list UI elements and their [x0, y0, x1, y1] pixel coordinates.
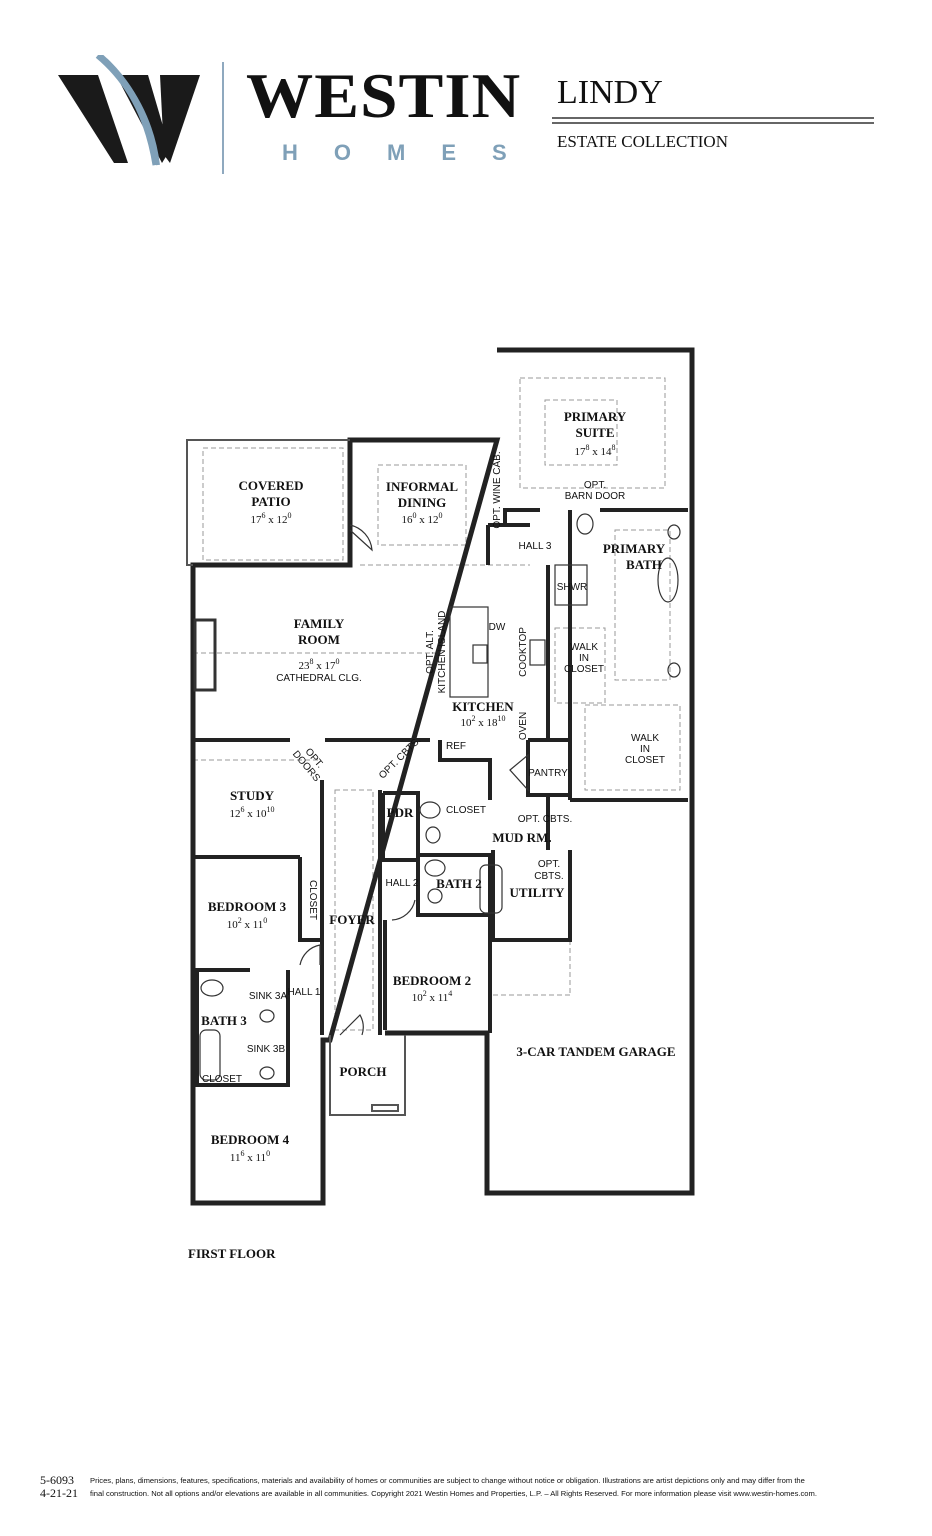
room-name-informal-dining: DINING [398, 495, 446, 510]
label-walk-in-closet: CLOSET [564, 664, 604, 675]
label-walk-in-closet: IN [579, 653, 589, 664]
room-dims-covered-patio: 176 x 120 [251, 511, 292, 526]
floor-plan: PRIMARY SUITE 178 x 148 COVERED PATIO 17… [186, 347, 695, 1206]
label-closet: CLOSET [446, 805, 486, 816]
plan-name: LINDY [557, 74, 663, 111]
family-room-ceiling-note: CATHEDRAL CLG. [276, 673, 362, 684]
label-hall-3: HALL 3 [519, 541, 552, 552]
plan-code: 5-6093 4-21-21 [40, 1474, 78, 1500]
patio-and-porch [186, 439, 406, 1116]
label-mud-room: MUD RM. [492, 830, 551, 845]
room-name-bedroom-3: BEDROOM 3 [208, 899, 287, 914]
label-opt-barn-door: BARN DOOR [565, 491, 626, 502]
label-opt-wine-cabinet: OPT. WINE CAB. [492, 451, 503, 528]
room-dims-family-room: 238 x 170 [299, 657, 340, 672]
label-opt-cabinets: CBTS. [534, 871, 563, 882]
room-dims-study: 126 x 1010 [230, 805, 275, 820]
room-name-bedroom-4: BEDROOM 4 [211, 1132, 290, 1147]
room-name-covered-patio: COVERED [238, 478, 303, 493]
label-primary-bath: BATH [626, 557, 662, 572]
logo-divider [222, 62, 224, 174]
room-dims-primary-suite: 178 x 148 [575, 443, 616, 458]
label-oven: OVEN [518, 712, 529, 740]
plan-number: 5-6093 [40, 1473, 74, 1487]
label-cooktop: COOKTOP [518, 627, 529, 677]
title-rule [552, 122, 874, 124]
dashed-outlines [193, 377, 681, 1031]
room-name-family-room: ROOM [298, 632, 340, 647]
label-porch: PORCH [340, 1064, 387, 1079]
westin-logo-mark [58, 55, 200, 166]
label-sink-3a: SINK 3A [249, 991, 288, 1002]
room-name-family-room: FAMILY [294, 616, 345, 631]
room-labels: PRIMARY SUITE 178 x 148 COVERED PATIO 17… [201, 409, 675, 1164]
label-walk-in-closet: CLOSET [625, 755, 665, 766]
label-garage: 3-CAR TANDEM GARAGE [516, 1044, 675, 1059]
label-opt-cabinets: OPT. CBTS. [518, 814, 572, 825]
floor-label: FIRST FLOOR [188, 1246, 276, 1261]
title-rule [552, 117, 874, 119]
plan-date: 4-21-21 [40, 1486, 78, 1500]
label-shower: SHWR [557, 582, 588, 593]
label-pantry: PANTRY [528, 768, 568, 779]
label-dishwasher: DW [489, 622, 506, 633]
disclaimer-line: Prices, plans, dimensions, features, spe… [90, 1476, 805, 1485]
collection-name: ESTATE COLLECTION [557, 132, 728, 151]
label-powder-room: PDR [387, 805, 414, 820]
label-opt-cabinets: OPT. CBTS. [377, 735, 423, 781]
label-bath-3: BATH 3 [201, 1013, 247, 1028]
brand-name: WESTIN [246, 60, 522, 131]
room-name-kitchen: KITCHEN [452, 699, 514, 714]
label-walk-in-closet: WALK [631, 733, 659, 744]
room-name-study: STUDY [230, 788, 275, 803]
fixtures [193, 513, 681, 1081]
label-refrigerator: REF [446, 741, 466, 752]
disclaimer-line: final construction. Not all options and/… [90, 1489, 817, 1498]
label-walk-in-closet: IN [640, 744, 650, 755]
doors [299, 524, 529, 1036]
label-opt-barn-door: OPT. [584, 480, 606, 491]
label-sink-3b: SINK 3B [247, 1044, 286, 1055]
disclaimer: Prices, plans, dimensions, features, spe… [90, 1474, 900, 1500]
label-walk-in-closet: WALK [570, 642, 598, 653]
label-primary-bath: PRIMARY [603, 541, 666, 556]
label-opt-kitchen-island: KITCHEN ISLAND [437, 611, 448, 694]
label-hall-2: HALL 2 [386, 878, 419, 889]
interior-walls [193, 508, 688, 1087]
label-foyer: FOYER [329, 912, 375, 927]
label-hall-1: HALL 1 [288, 987, 321, 998]
room-name-covered-patio: PATIO [251, 494, 290, 509]
label-opt-cabinets: OPT. [538, 859, 560, 870]
room-name-informal-dining: INFORMAL [386, 479, 459, 494]
room-name-primary-suite: PRIMARY [564, 409, 627, 424]
room-dims-kitchen: 102 x 1810 [461, 714, 506, 729]
label-closet: CLOSET [307, 880, 318, 920]
room-dims-informal-dining: 160 x 120 [402, 511, 443, 526]
brand-subtitle: HOMES [282, 140, 543, 165]
label-bath-2: BATH 2 [436, 876, 482, 891]
room-dims-bedroom-3: 102 x 110 [227, 916, 268, 931]
label-closet: CLOSET [202, 1074, 242, 1085]
room-name-bedroom-2: BEDROOM 2 [393, 973, 471, 988]
label-opt-kitchen-island: OPT. ALT. [425, 630, 436, 674]
label-utility: UTILITY [510, 885, 566, 900]
room-name-primary-suite: SUITE [575, 425, 614, 440]
room-dims-bedroom-4: 116 x 110 [230, 1149, 270, 1164]
room-dims-bedroom-2: 102 x 114 [412, 989, 453, 1004]
